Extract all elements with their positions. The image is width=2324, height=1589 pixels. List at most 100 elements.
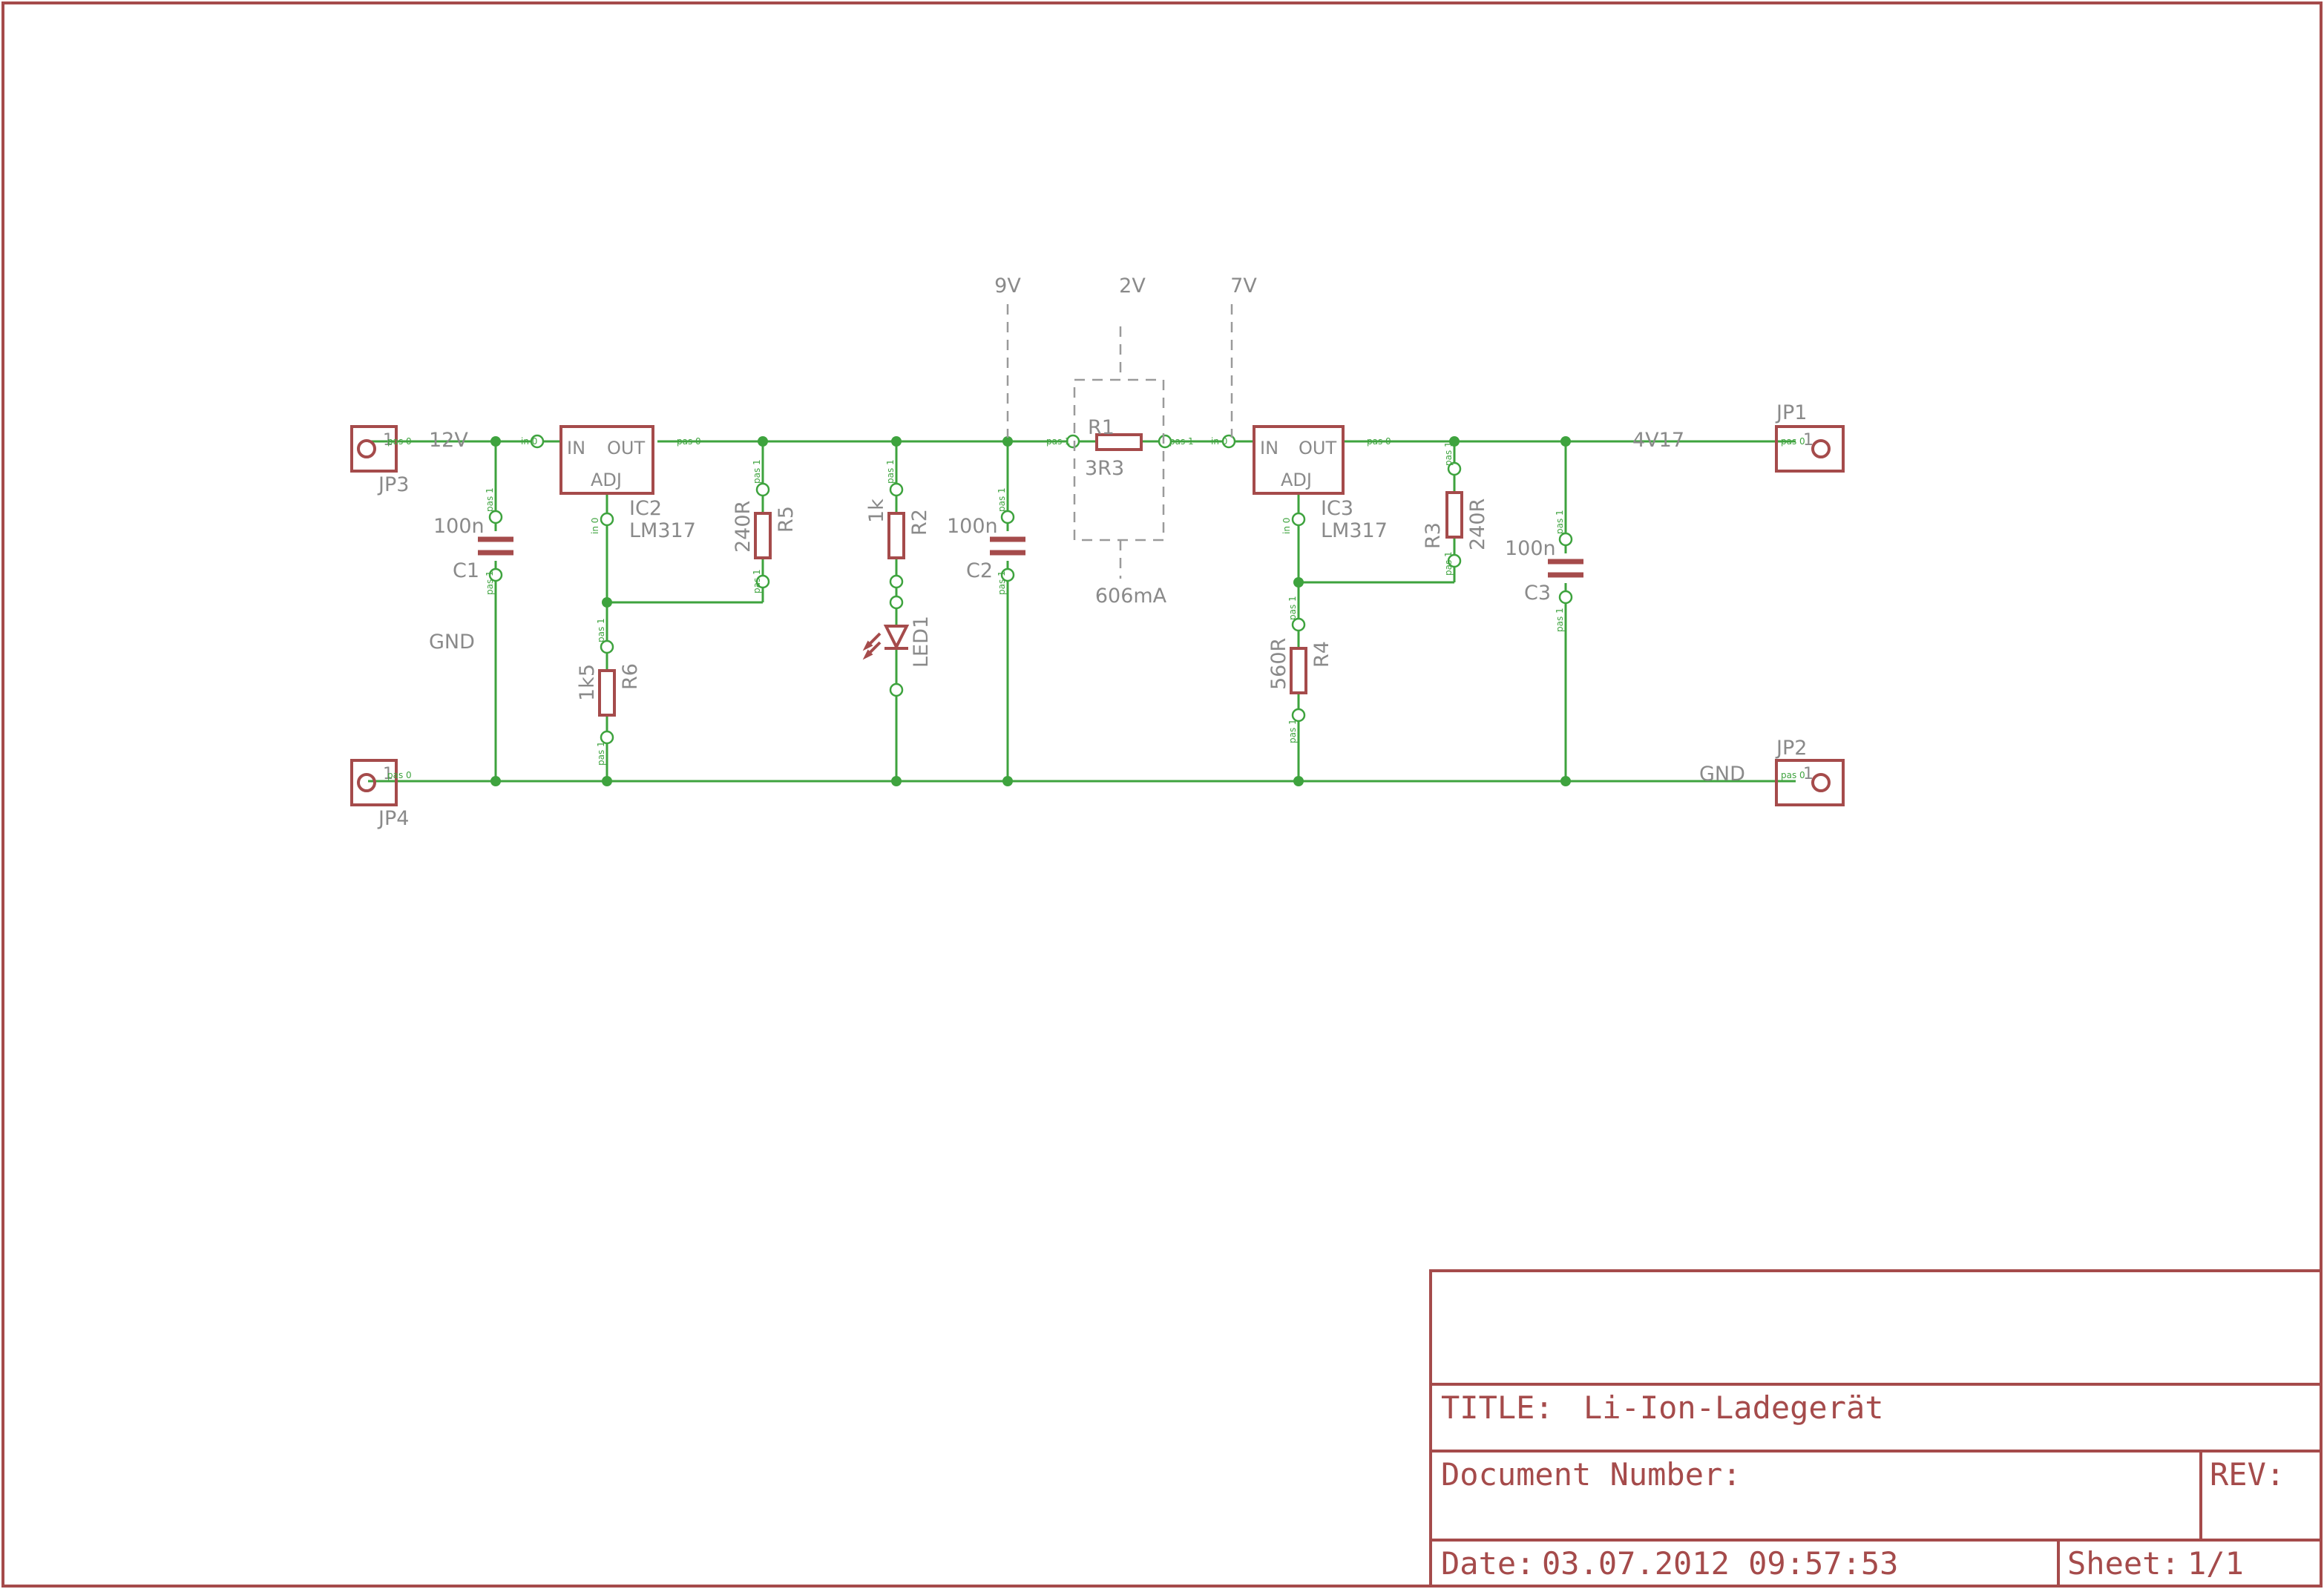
pin-tag: pas 1 [1555, 510, 1565, 534]
connector-pad [357, 773, 376, 792]
pin-end [488, 568, 503, 582]
pin-end [1291, 617, 1306, 632]
regulator-ic2: IN OUT ADJ IC2 LM317 in 0 pas 0 in 0 [521, 425, 701, 542]
junction [1002, 436, 1013, 447]
title-label: TITLE: [1441, 1389, 1554, 1426]
pin-tag: pas 1 [485, 570, 495, 595]
pin-end [1066, 434, 1080, 449]
connector-body [350, 759, 398, 806]
pin-tag: pas 0 [677, 436, 701, 447]
pin-end [1447, 461, 1462, 476]
resistor-r1: pas 1 pas 1 R1 3R3 [1046, 416, 1194, 480]
pin-end [889, 574, 904, 589]
pin-end [755, 482, 770, 497]
capacitor-name: C3 [1524, 582, 1551, 605]
pin-end [889, 482, 904, 497]
pin-tag: pas 1 [997, 487, 1007, 512]
net-label-12v: 12V [429, 429, 468, 452]
resistor-name: R2 [908, 509, 931, 536]
pin-tag: pas 1 [596, 618, 606, 642]
pin-tag: pas 1 [1287, 596, 1298, 620]
pin-end [1447, 553, 1462, 568]
ic-value: LM317 [629, 519, 696, 542]
connector-label: JP4 [377, 807, 409, 830]
resistor-value: 240R [732, 501, 755, 553]
pin-end [600, 512, 614, 527]
measurement-annotations: 9V 2V 7V 606mA [994, 274, 1257, 608]
connector-body [1775, 759, 1845, 806]
resistor-value: 240R [1466, 499, 1489, 550]
pin-tag: in 0 [1211, 436, 1227, 447]
junction [602, 597, 612, 608]
connector-jp3: 1 pas 0 JP3 [350, 425, 412, 496]
net-label-gnd: GND [429, 631, 475, 654]
resistor-body [1095, 433, 1143, 451]
capacitor-gap [1545, 553, 1586, 583]
pin-tag: pas 1 [1046, 436, 1071, 447]
capacitor-name: C1 [453, 559, 479, 582]
led-name: LED1 [910, 616, 933, 668]
junctions [490, 436, 1571, 786]
title-value: Li-Ion-Ladegerät [1583, 1389, 1884, 1426]
connector-label: JP2 [1775, 737, 1807, 760]
connector-pad [357, 439, 376, 458]
junction [1560, 436, 1571, 447]
pin-tag: pas 0 [1367, 436, 1391, 447]
resistor-r4: pas 1 pas 1 560R R4 [1267, 596, 1333, 743]
pin-end [1221, 434, 1236, 449]
resistor-name: R1 [1088, 416, 1115, 439]
connector-label: JP1 [1775, 401, 1807, 424]
junction [490, 776, 501, 786]
pin-tag: pas 1 [1443, 441, 1454, 466]
ic-pin-in: IN [1260, 438, 1278, 458]
pin-end [889, 682, 904, 697]
junction [891, 436, 902, 447]
resistor-value: 1k [865, 499, 888, 523]
measurement-voltage-out: 7V [1230, 274, 1257, 297]
capacitor-gap [475, 531, 516, 561]
net-label-4v17: 4V17 [1632, 429, 1684, 452]
pin-end [530, 434, 545, 449]
measurement-current: 606mA [1095, 585, 1167, 608]
net-label-gnd: GND [1699, 763, 1745, 786]
resistor-r5: pas 1 pas 1 240R R5 [732, 459, 798, 593]
ic-name: IC2 [629, 497, 662, 520]
connector-pin-number: 1 [1803, 765, 1813, 783]
pin-end [600, 639, 614, 654]
pin-tag: pas 1 [1555, 608, 1565, 632]
measurement-box [1073, 378, 1165, 542]
capacitor-value: 100n [1505, 537, 1556, 560]
rev-label: REV: [2210, 1456, 2285, 1493]
ic-pin-out: OUT [1299, 438, 1336, 458]
ic-pin-adj: ADJ [1281, 470, 1312, 490]
connector-pin-number: 1 [383, 765, 393, 783]
connector-pad [1811, 439, 1831, 458]
capacitor-c1: pas 1 pas 1 100n C1 [433, 487, 516, 595]
ic-pin-adj: ADJ [591, 470, 622, 490]
junction [1449, 436, 1460, 447]
connector-body [350, 425, 398, 473]
ic-name: IC3 [1321, 497, 1353, 520]
ic-value: LM317 [1321, 519, 1388, 542]
resistor-name: R5 [775, 506, 798, 533]
pin-tag: pas 0 [387, 770, 412, 780]
pin-tag: pas 1 [752, 569, 762, 593]
resistor-r6: pas 1 pas 1 1k5 R6 [576, 618, 642, 766]
junction [758, 436, 768, 447]
resistor-body [887, 512, 905, 559]
resistor-value: 3R3 [1085, 457, 1124, 480]
resistor-r3: pas 1 pas 1 R3 240R [1422, 441, 1489, 576]
pin-end [1558, 590, 1573, 605]
connector-jp1: 1 pas 0 JP1 [1775, 401, 1845, 473]
junction [891, 776, 902, 786]
pin-end [755, 574, 770, 589]
ic-body [559, 425, 654, 495]
led-triangle-icon [883, 625, 910, 651]
measurement-voltage-shunt: 2V [1119, 274, 1146, 297]
led-led1: LED1 [862, 595, 933, 697]
resistor-value: 1k5 [576, 664, 599, 701]
junction [602, 776, 612, 786]
junction [1293, 776, 1304, 786]
resistor-body [754, 512, 772, 559]
